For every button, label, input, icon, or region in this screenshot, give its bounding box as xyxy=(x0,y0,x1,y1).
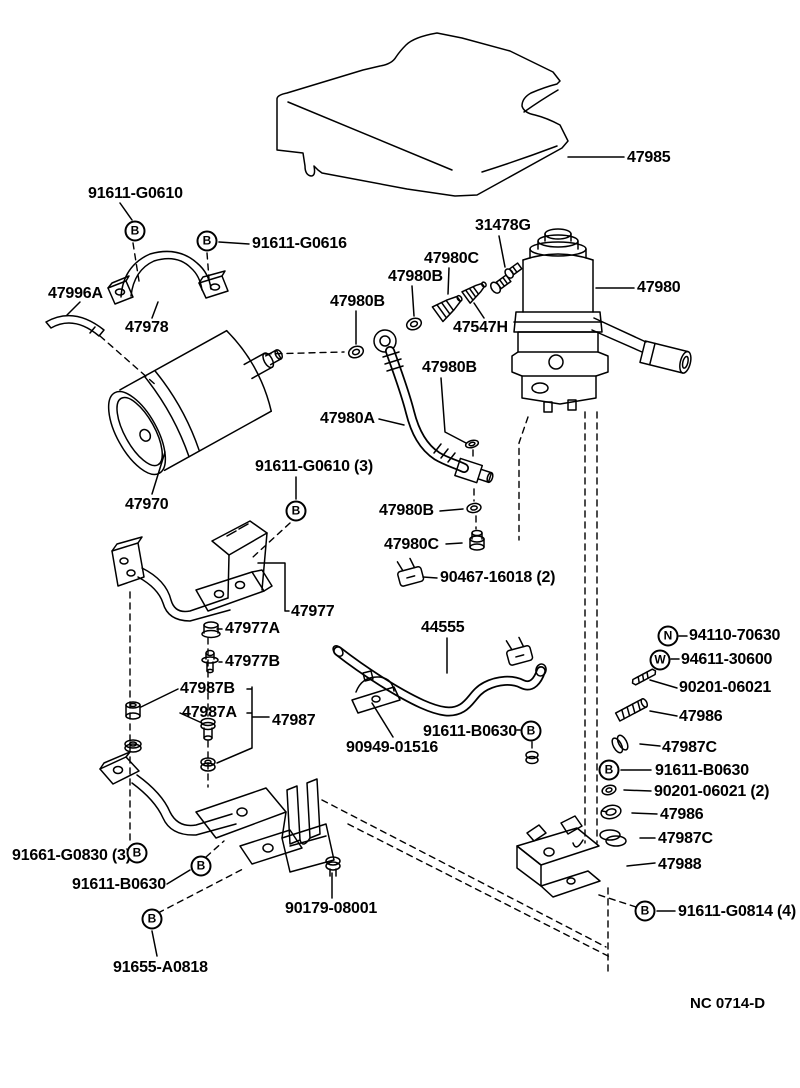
fastener-marker-b-lower-left: B xyxy=(126,842,148,864)
part-label-47987c-a: 47987C xyxy=(662,739,717,756)
fastener-marker-b-tube: B xyxy=(520,720,542,742)
part-label-47987c-b: 47987C xyxy=(658,830,713,847)
part-label-47980b-left: 47980B xyxy=(330,293,385,310)
cover-47985-art xyxy=(276,32,569,197)
diagram-code: NC 0714-D xyxy=(690,995,766,1012)
washer-47987c-a-art xyxy=(611,734,629,754)
part-label-47988: 47988 xyxy=(658,856,702,873)
tube-44555-art xyxy=(332,557,547,765)
part-label-90201-06021: 90201-06021 xyxy=(679,679,772,696)
part-label-91611-g0610-top: 91611-G0610 xyxy=(88,185,183,202)
part-label-47980b-low: 47980B xyxy=(379,502,434,519)
part-label-47980b-mid: 47980B xyxy=(422,359,477,376)
part-label-90179-08001: 90179-08001 xyxy=(285,900,378,917)
fitting-47547h-art xyxy=(461,281,487,304)
fastener-marker-b-right-col: B xyxy=(598,759,620,781)
bracket-47977-art xyxy=(111,520,273,622)
ring-47980b-art xyxy=(347,317,482,514)
fastener-marker-b-47988: B xyxy=(634,900,656,922)
part-label-47547h: 47547H xyxy=(453,319,508,336)
part-label-91655-a0818: 91655-A0818 xyxy=(113,959,208,976)
part-label-91611-g0610-3: 91611-G0610 (3) xyxy=(255,458,373,475)
part-label-47985: 47985 xyxy=(627,149,671,166)
fastener-marker-b-lower-mid: B xyxy=(190,855,212,877)
clamp-90949-art xyxy=(351,670,401,714)
part-label-91611-g0814: 91611-G0814 (4) xyxy=(678,903,796,920)
part-label-31478g: 31478G xyxy=(475,217,531,234)
part-label-47977b: 47977B xyxy=(225,653,280,670)
part-label-91611-b0630-bl: 91611-B0630 xyxy=(72,876,166,893)
fitting-31478g-art xyxy=(489,262,523,294)
clamp-47978-art xyxy=(107,250,229,305)
pump-47980-art xyxy=(511,228,692,413)
part-label-47987a: 47987A xyxy=(182,704,237,721)
fastener-marker-b-lower-bottom: B xyxy=(141,908,163,930)
part-label-44555: 44555 xyxy=(421,619,465,636)
part-label-94110-70630: 94110-70630 xyxy=(689,627,781,644)
part-label-91611-g0616: 91611-G0616 xyxy=(252,235,347,252)
fastener-marker-n-nut: N xyxy=(657,625,679,647)
part-label-47986-a: 47986 xyxy=(679,708,723,725)
hose-47980a-art xyxy=(373,329,494,484)
bracket-47988-art xyxy=(516,815,601,898)
strap-47996a-art xyxy=(45,314,105,337)
accumulator-47970-art xyxy=(107,329,284,476)
part-label-47980c-top: 47980C xyxy=(424,250,479,267)
fastener-marker-w-washer: W xyxy=(649,649,671,671)
clip-90467-art xyxy=(396,557,534,666)
part-label-90201-06021-2: 90201-06021 (2) xyxy=(654,783,770,800)
part-label-47987: 47987 xyxy=(272,712,316,729)
pin-90201-art xyxy=(631,668,657,686)
plug-47980c-art xyxy=(469,529,485,551)
part-label-47980c-low: 47980C xyxy=(384,536,439,553)
bolt-47977b-art xyxy=(201,649,219,674)
part-label-47977a: 47977A xyxy=(225,620,280,637)
part-label-47970: 47970 xyxy=(125,496,169,513)
bolt-47987a-art xyxy=(200,717,216,772)
pin-47986-art xyxy=(614,698,649,722)
part-label-94611-30600: 94611-30600 xyxy=(681,651,773,668)
nut-under-b-marker-art xyxy=(525,750,539,765)
fastener-marker-b-bracket-upper: B xyxy=(285,500,307,522)
leader-lines xyxy=(66,156,688,957)
bushing-47987b-art xyxy=(124,701,142,753)
fitting-47980c-art xyxy=(431,294,463,323)
part-label-91611-b0630-right: 91611-B0630 xyxy=(655,762,749,779)
part-label-47996a: 47996A xyxy=(48,285,103,302)
part-label-91611-b0630-mid: 91611-B0630 xyxy=(423,723,517,740)
washer-47987c-b-art xyxy=(599,829,627,847)
part-label-47980: 47980 xyxy=(637,279,681,296)
ring-47986b-art xyxy=(600,804,622,820)
part-label-47986-b: 47986 xyxy=(660,806,704,823)
part-label-90467-16018: 90467-16018 (2) xyxy=(440,569,556,586)
bolt-90179-art xyxy=(325,856,341,877)
part-label-91661-g0830: 91661-G0830 (3) xyxy=(12,847,131,864)
part-label-47987b: 47987B xyxy=(180,680,235,697)
part-label-90949-01516: 90949-01516 xyxy=(346,739,439,756)
part-label-47978: 47978 xyxy=(125,319,169,336)
bracket-47987-art xyxy=(99,751,335,873)
fastener-marker-b-clamp-left: B xyxy=(124,220,146,242)
dashed-reference-lines xyxy=(99,242,637,973)
part-label-47980a: 47980A xyxy=(320,410,375,427)
part-label-47977: 47977 xyxy=(291,603,335,620)
ring-90201b-art xyxy=(601,784,617,796)
part-label-47980b-top: 47980B xyxy=(388,268,443,285)
fastener-marker-b-clamp-right: B xyxy=(196,230,218,252)
